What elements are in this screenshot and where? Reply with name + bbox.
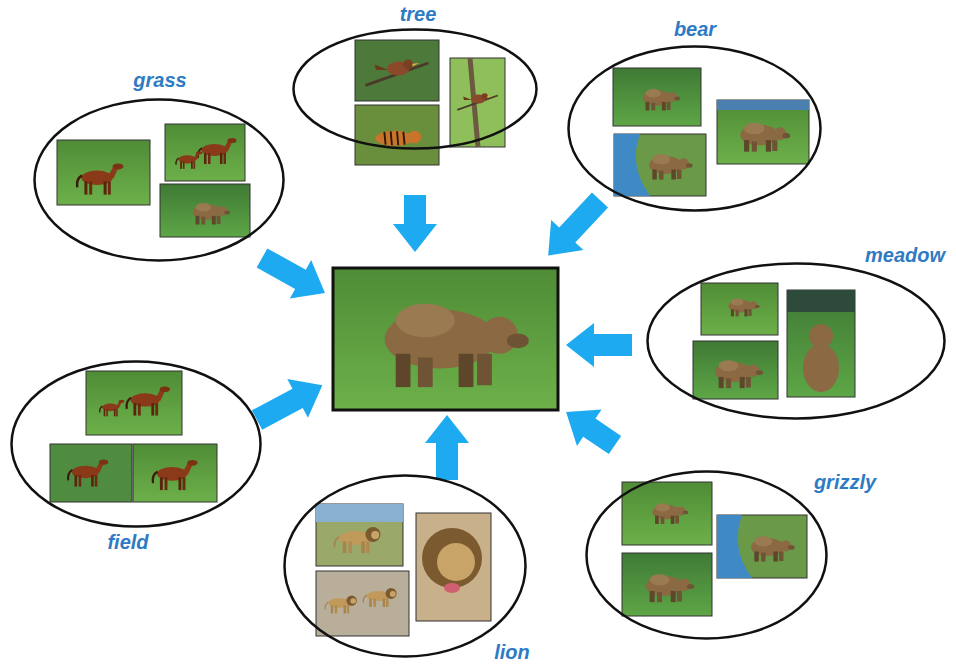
ellipse-outline bbox=[585, 470, 828, 640]
keyword-label: bear bbox=[674, 18, 716, 41]
photo-thumbnail bbox=[693, 341, 778, 399]
keyword-ellipse: tree bbox=[292, 28, 538, 150]
block-arrow bbox=[425, 415, 469, 480]
ellipse-outline bbox=[292, 28, 538, 150]
ellipse-outline bbox=[587, 472, 827, 639]
photo-thumbnail bbox=[316, 571, 409, 636]
ellipse-outline bbox=[283, 474, 527, 658]
photo-thumbnail bbox=[614, 134, 706, 196]
photo-thumbnail bbox=[717, 100, 809, 164]
photo-thumbnail bbox=[355, 105, 439, 165]
block-arrow bbox=[393, 195, 437, 252]
keyword-label: field bbox=[107, 531, 148, 554]
ellipse-outline bbox=[567, 45, 822, 212]
keyword-ellipse: grass bbox=[33, 98, 285, 262]
ellipse-outline bbox=[569, 47, 821, 211]
block-arrow bbox=[554, 394, 628, 463]
photo-thumbnail bbox=[622, 482, 712, 545]
photo-thumbnail bbox=[316, 504, 403, 566]
ellipse-outline bbox=[648, 264, 945, 419]
photo-thumbnail bbox=[50, 444, 132, 502]
ellipse-outline bbox=[35, 100, 284, 261]
keyword-label: meadow bbox=[865, 244, 945, 267]
keyword-label: tree bbox=[400, 3, 437, 26]
photo-thumbnail bbox=[787, 290, 855, 397]
photo-thumbnail bbox=[701, 283, 778, 335]
photo-thumbnail bbox=[416, 513, 491, 621]
photo-thumbnail bbox=[57, 140, 150, 205]
keyword-label: grass bbox=[133, 69, 186, 92]
keyword-ellipse: bear bbox=[567, 45, 822, 212]
block-arrow bbox=[532, 185, 616, 271]
photo-thumbnail bbox=[622, 553, 712, 616]
ellipse-outline bbox=[646, 262, 946, 420]
photo-thumbnail bbox=[86, 371, 182, 435]
keyword-ellipse: meadow bbox=[646, 262, 946, 420]
ellipse-outline bbox=[285, 476, 526, 657]
ellipse-outline bbox=[10, 360, 262, 528]
ellipse-outline bbox=[294, 30, 537, 149]
keyword-ellipse: grizzly bbox=[585, 470, 828, 640]
keyword-label: grizzly bbox=[814, 471, 876, 494]
photo-thumbnail bbox=[613, 68, 701, 126]
central-photo bbox=[333, 268, 558, 410]
block-arrow bbox=[566, 323, 632, 367]
photo-thumbnail bbox=[160, 184, 250, 237]
ellipse-outline bbox=[33, 98, 285, 262]
keyword-label: lion bbox=[494, 641, 530, 664]
photo-thumbnail bbox=[165, 124, 245, 181]
photo-thumbnail bbox=[717, 515, 807, 578]
block-arrow bbox=[251, 239, 335, 312]
photo-thumbnail bbox=[355, 40, 439, 101]
keyword-ellipse: field bbox=[10, 360, 262, 528]
ellipse-outline bbox=[12, 362, 261, 527]
photo-thumbnail bbox=[133, 444, 217, 502]
keyword-ellipse: lion bbox=[283, 474, 527, 658]
